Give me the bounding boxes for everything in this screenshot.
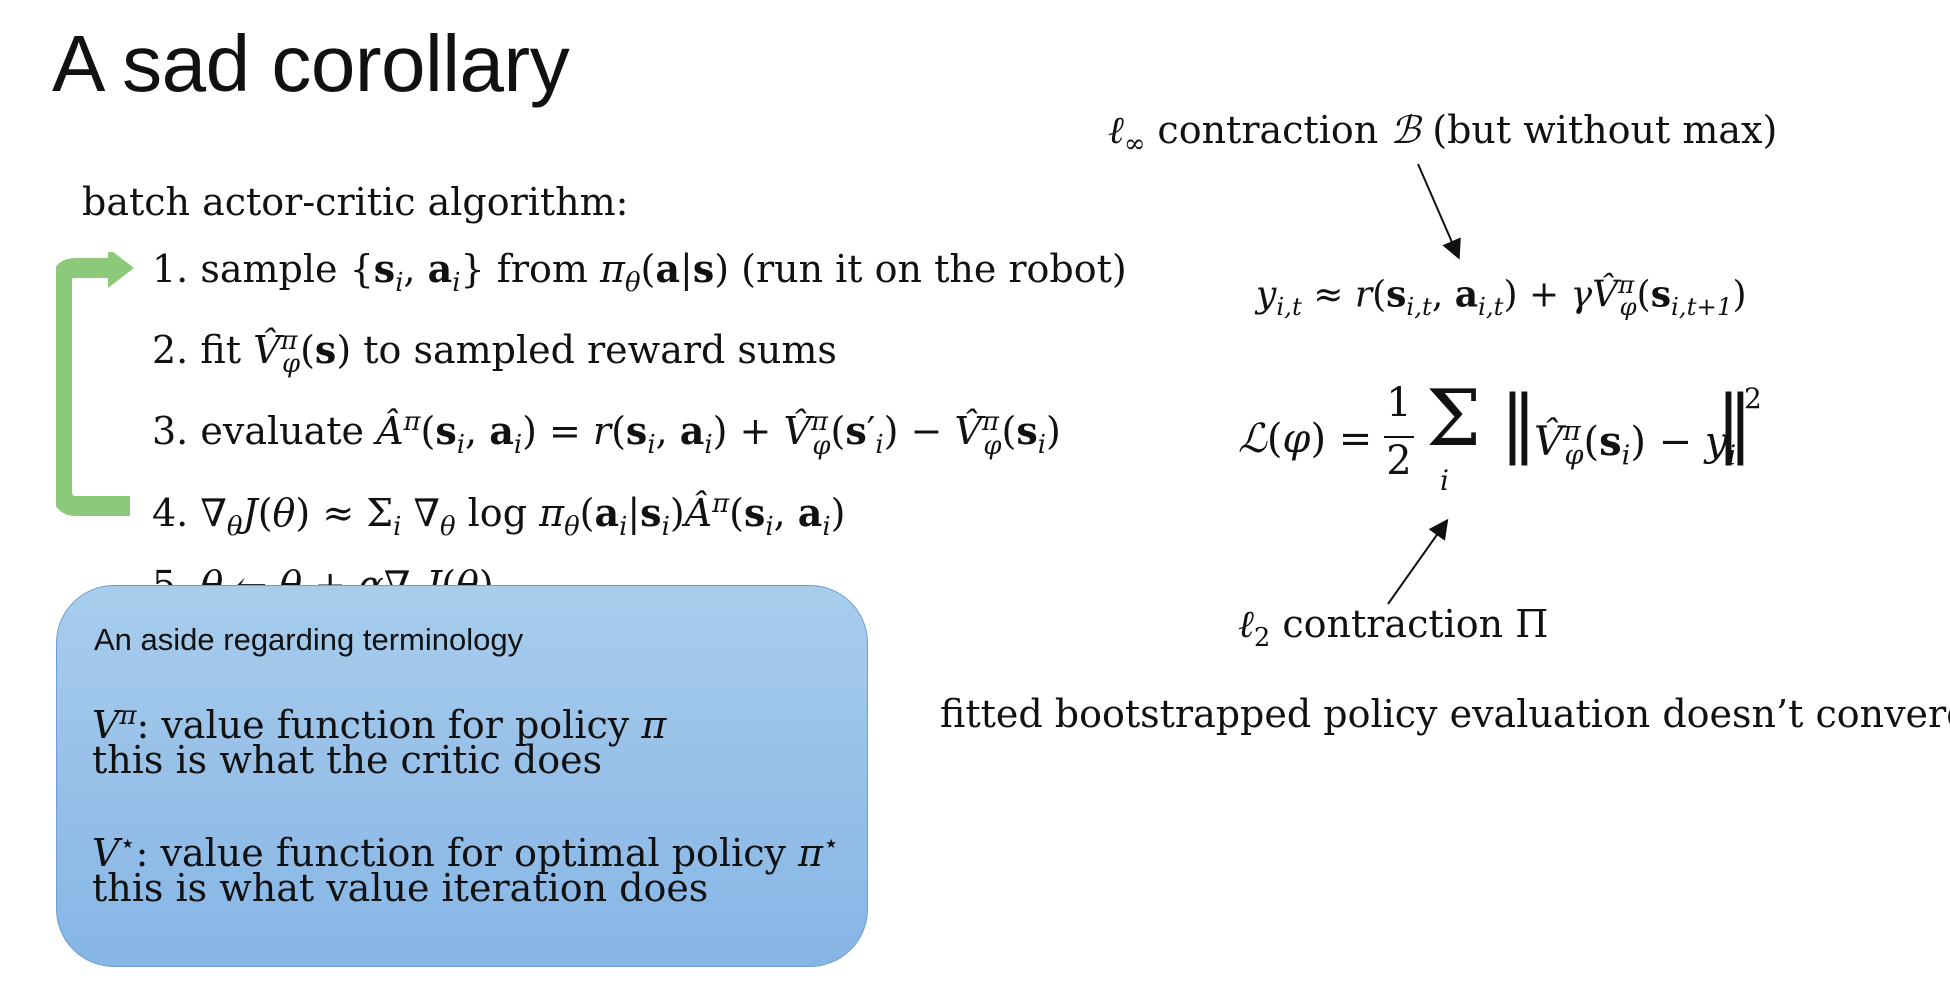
step-text-1: sample {si, ai} from πθ(a|s) (run it on … [200, 246, 1127, 299]
v-star-description: this is what value iteration does [92, 866, 709, 910]
algorithm-heading: batch actor-critic algorithm: [82, 180, 629, 224]
step-text-4: ∇θJ(θ) ≈ Σi ∇θ log πθ(ai|si)Âπ(si, ai) [200, 488, 846, 542]
step-number: 4. [152, 490, 189, 535]
l2-contraction-label: ℓ2 contraction Π [1238, 602, 1549, 654]
aside-title: An aside regarding terminology [94, 622, 524, 657]
step-4: 4. ∇θJ(θ) ≈ Σi ∇θ log πθ(ai|si)Âπ(si, ai… [152, 475, 1127, 556]
slide-title: A sad corollary [52, 19, 570, 108]
conclusion-text: fitted bootstrapped policy evaluation do… [940, 692, 1950, 736]
step-number: 2. [152, 328, 189, 373]
linf-arrow-icon [1417, 163, 1461, 260]
loop-arrow-icon [56, 252, 134, 516]
step-number: 3. [152, 409, 189, 454]
terminology-aside-box [56, 585, 868, 967]
l2-arrow-icon [1387, 518, 1449, 605]
v-star-definition: V⋆: value function for optimal policy π⋆ [92, 829, 840, 876]
v-pi-definition: Vπ: value function for policy π [92, 701, 667, 748]
step-text-3: evaluate Âπ(si, ai) = r(si, ai) + V̂πφ(s… [200, 407, 1061, 461]
v-pi-description: this is what the critic does [92, 738, 603, 782]
step-text-2: fit V̂πφ(s) to sampled reward sums [200, 326, 837, 380]
step-number: 1. [152, 247, 189, 291]
algorithm-steps: 1. sample {si, ai} from πθ(a|s) (run it … [152, 240, 1127, 628]
step-3: 3. evaluate Âπ(si, ai) = r(si, ai) + V̂π… [152, 393, 1127, 474]
linf-contraction-label: ℓ∞ contraction ℬ (but without max) [1108, 108, 1778, 160]
bootstrap-target-equation: yi,t ≈ r(si,t, ai,t) + γV̂πφ(si,t+1) [1256, 270, 1747, 322]
step-2: 2. fit V̂πφ(s) to sampled reward sums [152, 312, 1127, 393]
step-1: 1. sample {si, ai} from πθ(a|s) (run it … [152, 240, 1127, 312]
